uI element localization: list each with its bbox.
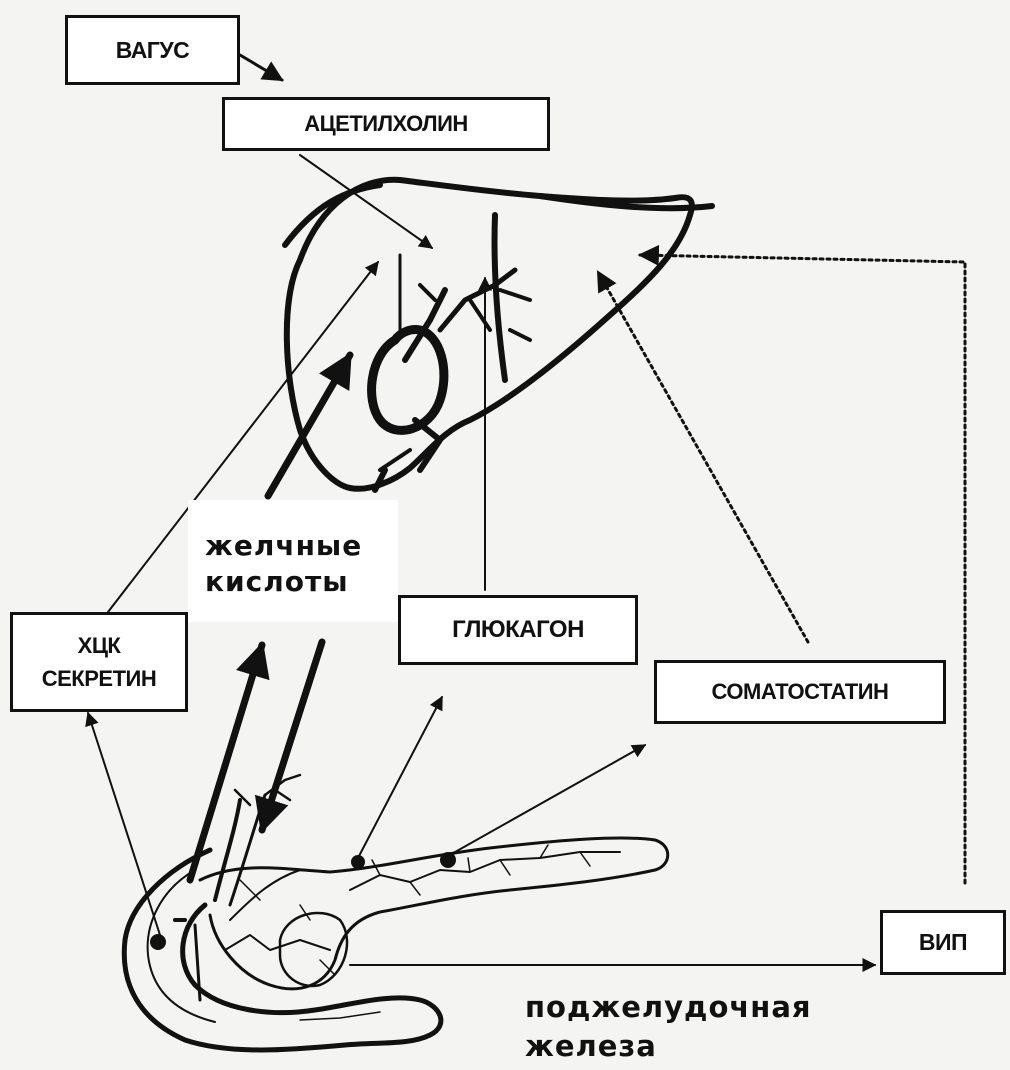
cck-label: ХЦК (78, 633, 121, 658)
arrow-pancreas-to-glucagon (358, 697, 442, 858)
vip-label: ВИП (919, 929, 967, 955)
pancreas-label-line2: железа (525, 1027, 812, 1066)
acetylcholine-label: АЦЕТИЛХОЛИН (304, 111, 468, 136)
glucagon-box: ГЛЮКАГОН (398, 595, 638, 665)
secretin-label: СЕКРЕТИН (42, 666, 156, 691)
somatostatin-box: СОМАТОСТАТИН (654, 660, 946, 724)
glucagon-label: ГЛЮКАГОН (452, 616, 584, 644)
arrow-somatostatin-to-liver (598, 272, 808, 642)
arrow-bile-acids-to-liver (268, 355, 350, 496)
vagus-box: ВАГУС (65, 15, 240, 85)
bile-acids-label-line2: кислоты (205, 564, 362, 600)
cck-secretin-box: ХЦК СЕКРЕТИН (10, 612, 188, 712)
arrow-acetylcholine-to-liver (300, 155, 432, 248)
bile-acids-label-line1: желчные (205, 528, 362, 564)
pancreas-label: поджелудочная железа (525, 988, 812, 1066)
pancreas-label-line1: поджелудочная (525, 988, 812, 1027)
vip-box: ВИП (880, 910, 1006, 975)
arrow-bile-acids-down (262, 642, 322, 830)
bile-acids-label: желчные кислоты (205, 528, 362, 601)
acetylcholine-box: АЦЕТИЛХОЛИН (222, 97, 550, 151)
arrow-vip-to-liver (640, 255, 965, 883)
arrow-vagus-to-acetylcholine (240, 55, 282, 80)
arrow-pancreas-to-cck (88, 713, 160, 935)
liver-illustration (285, 180, 712, 490)
arrow-bile-acids-up (190, 645, 262, 880)
vagus-label: ВАГУС (116, 37, 190, 63)
somatostatin-label: СОМАТОСТАТИН (712, 679, 889, 704)
